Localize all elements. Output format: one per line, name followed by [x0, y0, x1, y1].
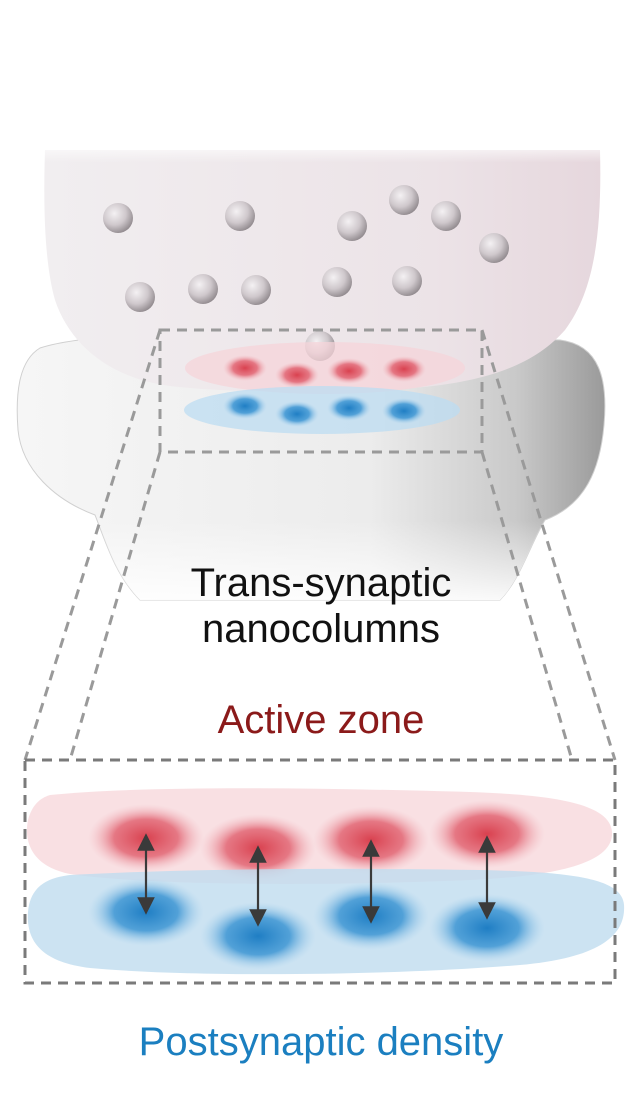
zoom-outline: [23, 328, 617, 761]
title-line-1: Trans-synaptic: [190, 561, 452, 605]
vesicle: [389, 185, 419, 215]
diagram-title: Trans-synaptic nanocolumns: [140, 560, 502, 652]
presynaptic-cluster: [429, 800, 545, 868]
vesicle: [241, 275, 271, 305]
vesicle: [392, 266, 422, 296]
vesicle: [431, 201, 461, 231]
vesicle: [322, 267, 352, 297]
vesicle: [479, 233, 509, 263]
zoom-connector-left-inner: [68, 451, 162, 761]
postsynaptic-density-label: Postsynaptic density: [138, 1020, 504, 1064]
large-postsynaptic-density: [27, 868, 625, 975]
postsynaptic-terminal: [16, 334, 606, 601]
zoom-connector-right: [480, 329, 617, 761]
zoom-connector-left: [23, 329, 162, 761]
vesicle: [103, 203, 133, 233]
vesicle: [225, 201, 255, 231]
small-active-zone: [185, 342, 465, 394]
small-zoom-box: [158, 328, 484, 454]
postsynaptic-cluster: [429, 894, 545, 962]
vesicle: [337, 211, 367, 241]
title-line-2: nanocolumns: [202, 607, 440, 651]
active-zone-label: Active zone: [217, 698, 425, 742]
small-postsynaptic-density: [184, 386, 460, 434]
vesicle: [188, 274, 218, 304]
large-zoom-box: [23, 758, 617, 985]
vesicle: [125, 282, 155, 312]
nanocolumn-arrows: [137, 833, 496, 927]
postsynaptic-cluster: [200, 902, 316, 970]
zoom-connector-right-inner: [480, 451, 574, 761]
